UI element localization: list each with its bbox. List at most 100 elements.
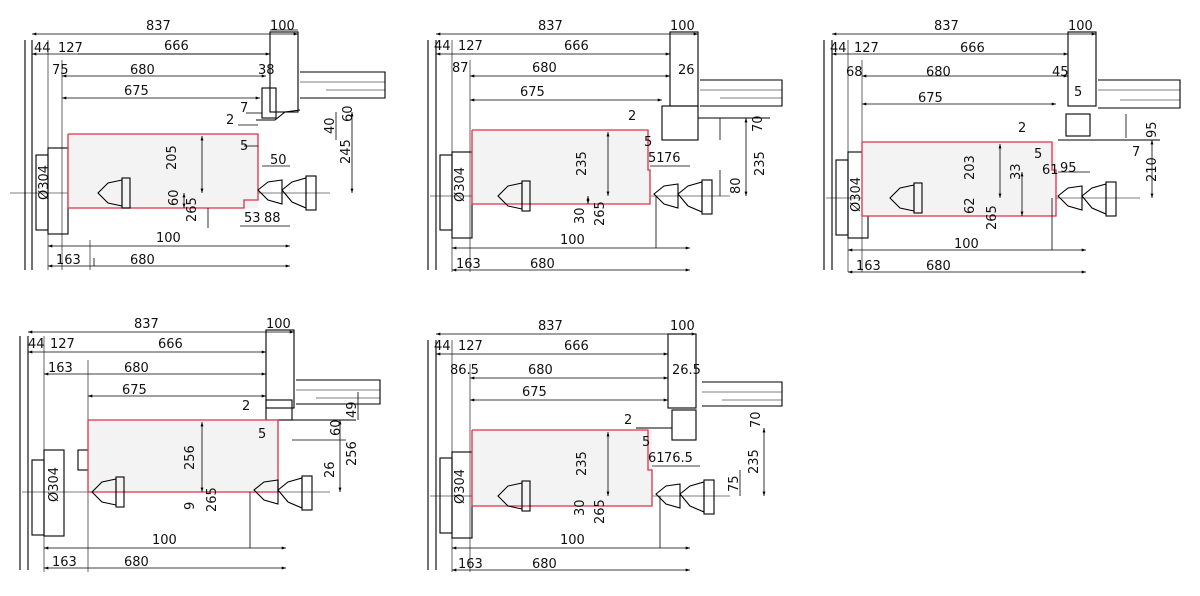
dim-travel: 680	[926, 65, 951, 80]
dim-h203: 203	[963, 155, 978, 180]
dim-span: 666	[158, 337, 183, 352]
dim-reach: 675	[122, 383, 147, 398]
dim-left-a: 44	[434, 339, 451, 354]
dim-right: 100	[270, 19, 295, 34]
dim-total: 837	[146, 19, 171, 34]
tool-holder-icon	[653, 179, 713, 215]
dim-h70: 70	[749, 411, 764, 428]
dim-chuck: Ø304	[47, 467, 62, 502]
dim-reach: 675	[522, 385, 547, 400]
dim-b163: 163	[56, 253, 81, 268]
dim-travel: 680	[528, 363, 553, 378]
dim-b100: 100	[156, 231, 181, 246]
tool-holder-icon	[655, 479, 715, 515]
dim-total: 837	[538, 319, 563, 334]
dim-g2: 2	[624, 413, 632, 428]
dim-left-b: 127	[854, 41, 879, 56]
dim-v80: 80	[729, 177, 744, 194]
dim-r1: 26	[678, 63, 695, 78]
dim-h33: 33	[1009, 163, 1024, 180]
work-envelope	[861, 141, 1057, 217]
dim-g5: 5	[258, 427, 266, 442]
dim-h40: 40	[323, 117, 338, 134]
dim-b680: 680	[530, 257, 555, 272]
dim-v235: 235	[753, 151, 768, 176]
dim-h256: 256	[183, 445, 198, 470]
dim-v210: 210	[1145, 157, 1160, 182]
dim-span: 666	[564, 339, 589, 354]
dim-b163: 163	[458, 557, 483, 572]
dim-b680: 680	[532, 557, 557, 572]
dim-left-b: 127	[458, 39, 483, 54]
dim-b100: 100	[954, 237, 979, 252]
dim-g5a: 5	[1074, 85, 1082, 100]
dim-w88: 88	[264, 211, 281, 226]
dim-chuck: Ø304	[453, 167, 468, 202]
dim-v30: 30	[573, 207, 588, 224]
dim-b680: 680	[124, 555, 149, 570]
dim-left-b: 127	[58, 41, 83, 56]
dim-right: 100	[670, 319, 695, 334]
dim-g5: 5	[644, 135, 652, 150]
tool-holder-icon	[257, 175, 317, 211]
dim-v265: 265	[593, 499, 608, 524]
dim-h235: 235	[575, 151, 590, 176]
dim-h70: 70	[751, 115, 766, 132]
dim-left-a: 44	[28, 337, 45, 352]
dim-g7: 7	[240, 101, 248, 116]
dim-travel: 680	[532, 61, 557, 76]
dim-b163: 163	[456, 257, 481, 272]
dim-chuck: Ø304	[453, 469, 468, 504]
dim-span: 666	[564, 39, 589, 54]
tool-holder-icon	[889, 182, 923, 214]
dim-g2: 2	[226, 113, 234, 128]
dim-w26: 26	[323, 461, 338, 478]
dim-right: 100	[266, 317, 291, 332]
dim-r1: 26.5	[672, 363, 701, 378]
tool-holder-icon	[497, 180, 531, 212]
dim-total: 837	[538, 19, 563, 34]
dim-h60: 60	[329, 419, 344, 436]
dim-g5: 5	[642, 435, 650, 450]
dim-w76: 76	[664, 151, 681, 166]
dim-left-a: 44	[34, 41, 51, 56]
work-envelope	[471, 429, 653, 507]
dim-span: 666	[960, 41, 985, 56]
dim-total: 837	[134, 317, 159, 332]
dim-g2: 2	[628, 109, 636, 124]
diagram-5: 837 100 44 127 666 86.5 680 26.5 675 2 5…	[427, 319, 783, 572]
dim-r1: 45	[1052, 65, 1069, 80]
dim-g2: 2	[242, 399, 250, 414]
dim-v235: 235	[747, 449, 762, 474]
dim-w53: 53	[244, 211, 261, 226]
dim-left-a: 44	[830, 41, 847, 56]
dim-b163: 163	[856, 259, 881, 274]
tool-holder-icon	[253, 475, 313, 511]
dim-g5: 5	[240, 139, 248, 154]
tool-holder-icon	[1057, 181, 1117, 217]
dim-v265: 265	[185, 197, 200, 222]
dim-b100: 100	[560, 233, 585, 248]
dim-w50: 50	[270, 153, 287, 168]
dim-h60: 60	[341, 105, 356, 122]
dim-chuck: Ø304	[849, 177, 864, 212]
dim-offset: 163	[48, 361, 73, 376]
dim-b680: 680	[926, 259, 951, 274]
dim-h205: 205	[165, 145, 180, 170]
dim-b680: 680	[130, 253, 155, 268]
work-envelope	[67, 133, 259, 209]
dim-travel: 680	[124, 361, 149, 376]
dim-offset: 68	[846, 65, 863, 80]
dim-right: 100	[670, 19, 695, 34]
diagram-2: 837 100 44 127 666 87 680 26 675 2 5 51 …	[427, 19, 783, 272]
dim-g5: 5	[1034, 147, 1042, 162]
tool-holder-icon	[497, 480, 531, 512]
dim-v9: 9	[183, 502, 198, 510]
tool-holder-icon	[97, 177, 131, 209]
diagram-4: 837 100 44 127 666 163 680 675 2 5 49 60…	[19, 317, 381, 572]
dim-v265: 265	[985, 205, 1000, 230]
dim-w765: 76.5	[664, 451, 693, 466]
dim-v265: 265	[593, 201, 608, 226]
dim-offset: 86.5	[450, 363, 479, 378]
dim-v60: 60	[167, 189, 182, 206]
